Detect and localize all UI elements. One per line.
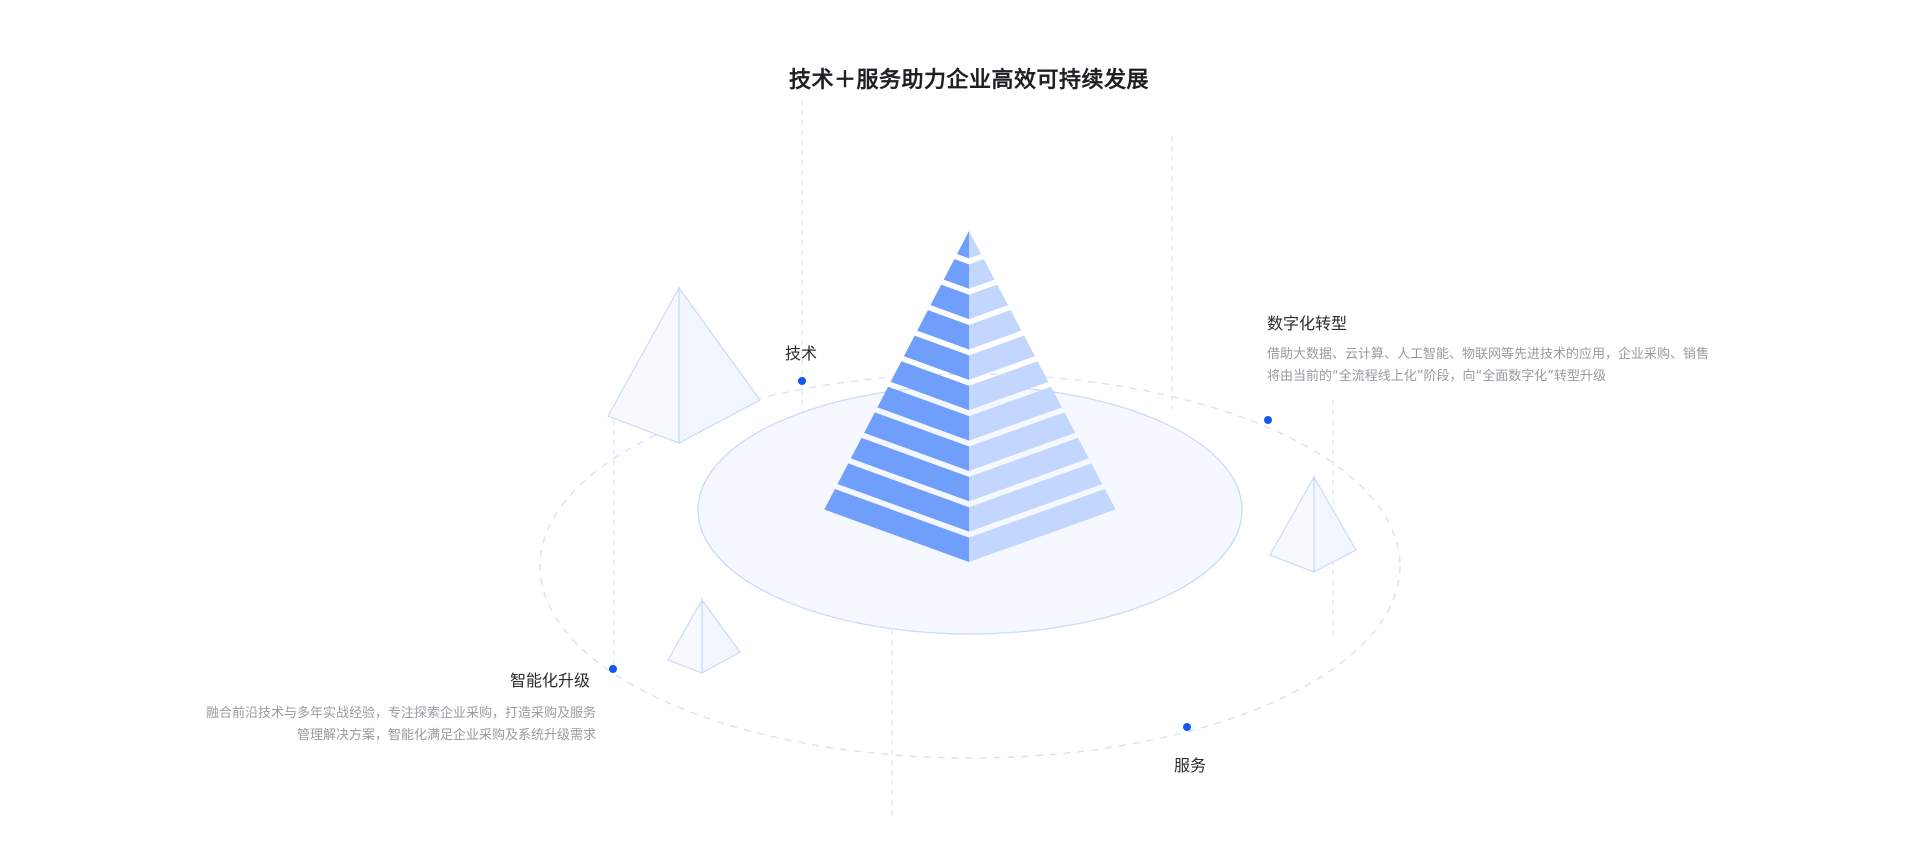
digital-transformation-title: 数字化转型 (1267, 314, 1348, 333)
page-title: 技术＋服务助力企业高效可持续发展 (788, 68, 1149, 93)
smart-dot (609, 665, 617, 673)
pyramid-layer-left (890, 361, 969, 411)
pyramid-layer-right (969, 386, 1062, 441)
digital-transformation-description: 借助大数据、云计算、人工智能、物联网等先进技术的应用，企业采购、销售 将由当前的… (1267, 344, 1709, 388)
main-pyramid (824, 231, 1116, 563)
smart-upgrade-title: 智能化升级 (510, 671, 591, 690)
pyramid-layer-left (957, 231, 969, 259)
small-pyramid-left-bottom (667, 597, 741, 675)
pyramid-layer-right (969, 335, 1035, 380)
pyramid-layer-left (837, 463, 969, 532)
small-pyramid-left-top (607, 285, 761, 444)
pyramid-layer-right (969, 463, 1103, 532)
pyramid-layer-right (969, 284, 1009, 320)
pyramid-layer-left (824, 488, 969, 563)
service-label: 服务 (1174, 756, 1207, 775)
tech-label: 技术 (785, 344, 818, 363)
digital-desc-line: 将由当前的“全流程线上化”阶段，向“全面数字化”转型升级 (1267, 369, 1606, 384)
smart-desc-line: 管理解决方案，智能化满足企业采购及系统升级需求 (296, 728, 596, 743)
pyramid-layer-left (903, 335, 969, 380)
smart-upgrade-description: 融合前沿技术与多年实战经验，专注探索企业采购，打造采购及服务 管理解决方案，智能… (206, 703, 596, 747)
pyramid-layer-left (917, 310, 969, 350)
pyramid-layer-right (969, 310, 1022, 350)
smart-desc-line: 融合前沿技术与多年实战经验，专注探索企业采购，打造采购及服务 (205, 706, 596, 721)
pyramid-layer-left (864, 412, 969, 471)
pyramid-layer-right (969, 259, 995, 289)
small-pyramid-right (1269, 474, 1357, 573)
pyramid-layer-left (877, 386, 969, 441)
tech-dot (798, 377, 806, 385)
outer-orbit-ring (539, 373, 1401, 759)
pyramid-layer-right (969, 437, 1089, 502)
pyramid-layer-left (930, 284, 969, 320)
service-dot (1183, 723, 1191, 731)
pyramid-layer-right (969, 412, 1076, 471)
pyramid-layer-left (850, 437, 969, 502)
digital-desc-line: 借助大数据、云计算、人工智能、物联网等先进技术的应用，企业采购、销售 (1267, 347, 1710, 362)
pyramid-layer-left (943, 259, 969, 289)
pyramid-layer-right (969, 231, 982, 259)
digital-dot (1264, 416, 1272, 424)
pyramid-layer-right (969, 361, 1049, 411)
pyramid-layer-right (969, 488, 1116, 563)
